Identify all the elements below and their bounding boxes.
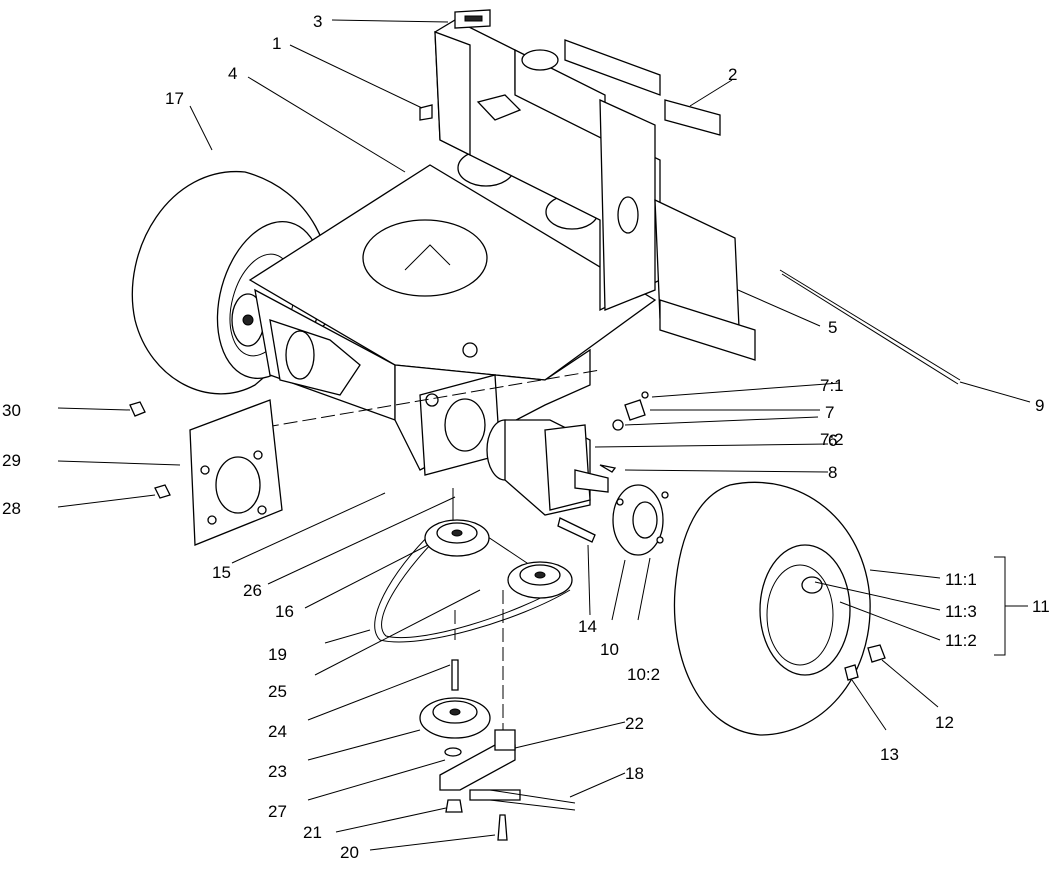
callout-10-2: 10:2 xyxy=(627,665,660,684)
callout-10: 10 xyxy=(600,640,619,659)
callout-9: 9 xyxy=(1035,396,1044,415)
idler-arm xyxy=(439,729,576,841)
callout-26: 26 xyxy=(243,581,262,600)
callout-4: 4 xyxy=(228,64,237,83)
upper-tower xyxy=(419,9,661,312)
callout-11-1: 11:1 xyxy=(945,570,977,589)
callout-labels: 3 1 4 17 2 5 7:1 7 7:2 6 8 9 30 29 28 15… xyxy=(2,12,1050,862)
callout-22: 22 xyxy=(625,714,644,733)
callout-15: 15 xyxy=(212,563,231,582)
callout-27: 27 xyxy=(268,802,287,821)
callout-2: 2 xyxy=(728,65,737,84)
callout-13: 13 xyxy=(880,745,899,764)
callout-28: 28 xyxy=(2,499,21,518)
idler-pulley xyxy=(419,659,491,757)
main-frame xyxy=(189,149,657,735)
callout-5: 5 xyxy=(828,318,837,337)
callout-8: 8 xyxy=(828,463,837,482)
callout-29: 29 xyxy=(2,451,21,470)
callout-25: 25 xyxy=(268,682,287,701)
callout-23: 23 xyxy=(268,762,287,781)
mount-plate xyxy=(129,399,283,546)
right-wheel xyxy=(673,481,886,736)
callout-12: 12 xyxy=(935,713,954,732)
rear-plate xyxy=(654,198,756,361)
callout-30: 30 xyxy=(2,401,21,420)
callout-16: 16 xyxy=(275,602,294,621)
callout-20: 20 xyxy=(340,843,359,862)
callout-7-2: 7:2 xyxy=(820,430,844,449)
callout-19: 19 xyxy=(268,645,287,664)
callout-7: 7 xyxy=(825,403,834,422)
callout-14: 14 xyxy=(578,617,597,636)
callout-7-1: 7:1 xyxy=(820,376,844,395)
leader-lines xyxy=(57,19,1031,851)
wheel-hub xyxy=(612,484,669,556)
callout-11-3: 11:3 xyxy=(945,602,977,621)
callout-18: 18 xyxy=(625,764,644,783)
callout-24: 24 xyxy=(268,722,287,741)
decal xyxy=(664,99,721,136)
control-rod xyxy=(779,269,961,385)
callout-1: 1 xyxy=(272,34,281,53)
gearbox xyxy=(486,391,649,543)
callout-6: 6 xyxy=(828,431,837,450)
callout-11: 11 xyxy=(1032,597,1050,616)
callout-3: 3 xyxy=(313,12,322,31)
callout-21: 21 xyxy=(303,823,322,842)
callout-11-2: 11:2 xyxy=(945,631,977,650)
callout-17: 17 xyxy=(165,89,184,108)
belt-assembly xyxy=(374,488,573,643)
